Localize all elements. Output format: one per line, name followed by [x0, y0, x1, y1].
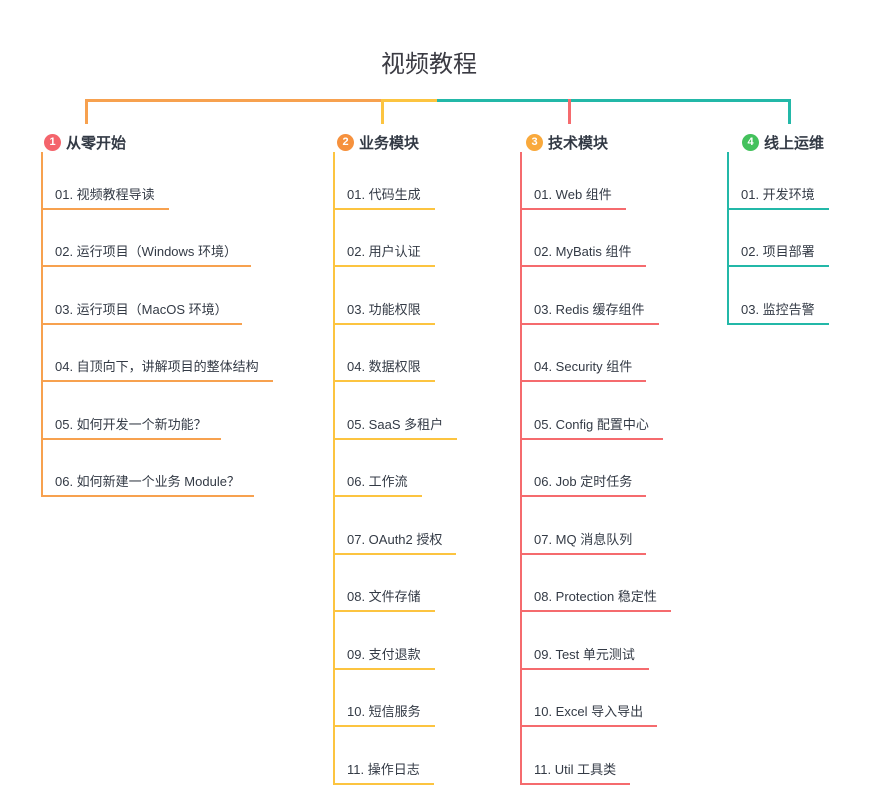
tutorial-item[interactable]: 06. 工作流 — [335, 440, 422, 497]
tutorial-item[interactable]: 01. 视频教程导读 — [43, 152, 169, 210]
tutorial-item[interactable]: 10. Excel 导入导出 — [522, 670, 658, 727]
tutorial-item-label: 09. 支付退款 — [347, 646, 421, 662]
tutorial-item[interactable]: 07. OAuth2 授权 — [335, 497, 457, 555]
tutorial-item[interactable]: 04. 自顶向下，讲解项目的整体结构 — [43, 325, 273, 382]
branch-number-badge: 3 — [526, 134, 543, 151]
tutorial-item-label: 06. Job 定时任务 — [534, 474, 633, 489]
connector-drop-branch2 — [381, 99, 384, 124]
tutorial-item-label: 01. Web 组件 — [534, 186, 612, 202]
tutorial-item[interactable]: 01. Web 组件 — [522, 152, 626, 210]
tutorial-item-label: 11. Util 工具类 — [534, 761, 617, 777]
tutorial-item[interactable]: 02. 运行项目（Windows 环境） — [43, 210, 252, 267]
tutorial-item-label: 04. 数据权限 — [347, 359, 421, 374]
tutorial-item[interactable]: 06. Job 定时任务 — [522, 440, 647, 497]
branch-number-badge: 2 — [337, 134, 354, 151]
connector-drop-branch4 — [788, 99, 791, 124]
tutorial-item-label: 11. 操作日志 — [347, 761, 420, 777]
tutorial-item-label: 03. 监控告警 — [741, 301, 815, 317]
branch-item-list: 01. 开发环境 02. 项目部署 03. 监控告警 — [727, 152, 829, 325]
branch-label: 从零开始 — [66, 135, 127, 152]
tutorial-item[interactable]: 02. 项目部署 — [729, 210, 829, 267]
tutorial-item-label: 06. 如何新建一个业务 Module？ — [55, 474, 240, 489]
tutorial-item[interactable]: 03. 运行项目（MacOS 环境） — [43, 267, 242, 325]
tutorial-item-label: 01. 代码生成 — [347, 186, 421, 202]
tutorial-item[interactable]: 09. Test 单元测试 — [522, 612, 649, 670]
tutorial-item-label: 10. 短信服务 — [347, 704, 421, 719]
connector-horizontal-branch4 — [437, 99, 791, 102]
tutorial-item[interactable]: 05. 如何开发一个新功能？ — [43, 382, 221, 440]
tutorial-item[interactable]: 07. MQ 消息队列 — [522, 497, 647, 555]
connector-horizontal-branch1 — [85, 99, 383, 102]
tutorial-item-label: 07. OAuth2 授权 — [347, 531, 443, 547]
tutorial-item[interactable]: 06. 如何新建一个业务 Module？ — [43, 440, 254, 497]
tutorial-item[interactable]: 02. MyBatis 组件 — [522, 210, 646, 267]
tutorial-item[interactable]: 01. 代码生成 — [335, 152, 435, 210]
tutorial-item-label: 01. 开发环境 — [741, 186, 815, 202]
tutorial-item-label: 03. Redis 缓存组件 — [534, 301, 645, 317]
tutorial-item[interactable]: 09. 支付退款 — [335, 612, 435, 670]
tutorial-item[interactable]: 10. 短信服务 — [335, 670, 435, 727]
tutorial-item[interactable]: 04. Security 组件 — [522, 325, 647, 382]
tutorial-item-label: 07. MQ 消息队列 — [534, 531, 633, 547]
tutorial-item[interactable]: 11. Util 工具类 — [522, 727, 631, 785]
tutorial-item[interactable]: 03. Redis 缓存组件 — [522, 267, 659, 325]
tutorial-item[interactable]: 04. 数据权限 — [335, 325, 435, 382]
tutorial-item-label: 02. 运行项目（Windows 环境） — [55, 244, 238, 259]
branch-header[interactable]: 3 技术模块 — [526, 132, 608, 153]
tutorial-item-label: 04. Security 组件 — [534, 359, 633, 374]
branch-item-list: 01. 视频教程导读 02. 运行项目（Windows 环境） 03. 运行项目… — [41, 152, 273, 497]
tutorial-item-label: 05. Config 配置中心 — [534, 416, 649, 432]
branch-label: 线上运维 — [764, 135, 825, 152]
tutorial-item-label: 02. 项目部署 — [741, 244, 815, 259]
tutorial-item-label: 02. 用户认证 — [347, 244, 421, 259]
tutorial-item-label: 05. 如何开发一个新功能？ — [55, 416, 207, 432]
connector-drop-branch1 — [85, 99, 88, 124]
tutorial-item[interactable]: 03. 功能权限 — [335, 267, 435, 325]
branch-label: 技术模块 — [548, 135, 609, 152]
tutorial-item-label: 05. SaaS 多租户 — [347, 416, 444, 432]
tutorial-item[interactable]: 03. 监控告警 — [729, 267, 829, 325]
branch-header[interactable]: 1 从零开始 — [44, 132, 126, 153]
tutorial-item[interactable]: 05. SaaS 多租户 — [335, 382, 458, 440]
connector-drop-branch3 — [568, 99, 571, 124]
root-node-title: 视频教程 — [381, 51, 477, 78]
branch-item-list: 01. 代码生成 02. 用户认证 03. 功能权限 04. 数据权限 05. … — [333, 152, 458, 785]
tutorial-item-label: 06. 工作流 — [347, 474, 408, 489]
tutorial-item-label: 08. Protection 稳定性 — [534, 589, 657, 604]
branch-item-list: 01. Web 组件 02. MyBatis 组件 03. Redis 缓存组件… — [520, 152, 671, 785]
tutorial-item-label: 02. MyBatis 组件 — [534, 244, 632, 259]
tutorial-item-label: 03. 运行项目（MacOS 环境） — [55, 301, 228, 317]
tutorial-item-label: 10. Excel 导入导出 — [534, 704, 644, 719]
connector-horizontal-branch2 — [383, 99, 437, 102]
tutorial-item-label: 08. 文件存储 — [347, 589, 421, 604]
branch-header[interactable]: 4 线上运维 — [742, 132, 824, 153]
tutorial-item[interactable]: 05. Config 配置中心 — [522, 382, 663, 440]
tutorial-item[interactable]: 02. 用户认证 — [335, 210, 435, 267]
tutorial-item[interactable]: 08. Protection 稳定性 — [522, 555, 671, 612]
branch-header[interactable]: 2 业务模块 — [337, 132, 419, 153]
branch-label: 业务模块 — [359, 135, 420, 152]
branch-number-badge: 4 — [742, 134, 759, 151]
tutorial-item[interactable]: 08. 文件存储 — [335, 555, 435, 612]
tutorial-item[interactable]: 01. 开发环境 — [729, 152, 829, 210]
tutorial-item-label: 01. 视频教程导读 — [55, 186, 155, 202]
tutorial-item-label: 03. 功能权限 — [347, 301, 421, 317]
tutorial-item-label: 04. 自顶向下，讲解项目的整体结构 — [55, 359, 259, 374]
branch-number-badge: 1 — [44, 134, 61, 151]
tutorial-item[interactable]: 11. 操作日志 — [335, 727, 434, 785]
tutorial-item-label: 09. Test 单元测试 — [534, 646, 635, 662]
